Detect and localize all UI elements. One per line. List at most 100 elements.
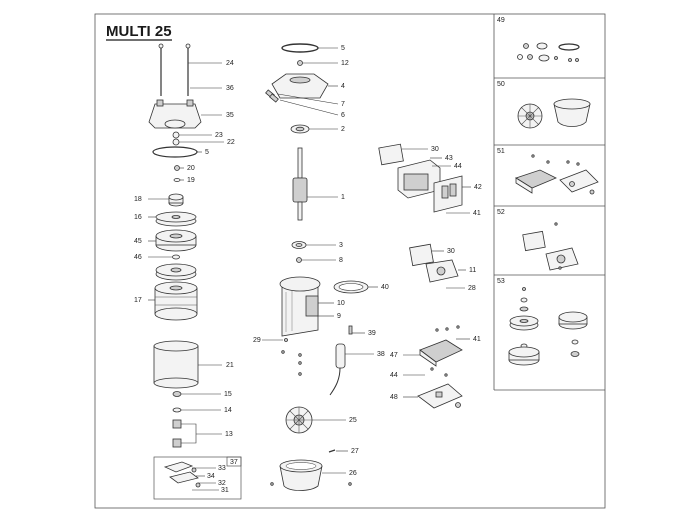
svg-text:18: 18 (134, 196, 142, 203)
control-box-48 (417, 383, 463, 409)
svg-text:10: 10 (337, 300, 345, 307)
svg-text:14: 14 (224, 407, 232, 414)
screws-6-7 (265, 89, 279, 103)
svg-text:9: 9 (337, 313, 341, 320)
svg-text:22: 22 (227, 139, 235, 146)
impeller-stage (155, 263, 197, 281)
svg-text:28: 28 (468, 285, 476, 292)
svg-text:4: 4 (341, 83, 345, 90)
part-18 (168, 193, 184, 207)
svg-text:11: 11 (469, 267, 476, 274)
cable-38 (329, 343, 346, 396)
fan-cover-26 (279, 459, 323, 491)
svg-text:41: 41 (473, 336, 481, 343)
part-8 (296, 257, 302, 263)
svg-text:12: 12 (341, 60, 349, 67)
kit-49-parts (517, 42, 580, 62)
svg-text:5: 5 (341, 45, 345, 52)
svg-text:15: 15 (224, 391, 232, 398)
small-screws (430, 325, 460, 377)
rods-24 (158, 43, 191, 96)
pump-housing-35 (148, 99, 202, 129)
svg-text:23: 23 (215, 132, 223, 139)
top-cover-4 (271, 73, 329, 99)
svg-text:5: 5 (205, 149, 209, 156)
svg-text:32: 32 (218, 480, 226, 487)
svg-text:30: 30 (431, 146, 439, 153)
svg-text:7: 7 (341, 101, 345, 108)
part-46 (172, 254, 180, 260)
kit-50-label: 50 (497, 81, 505, 88)
motor-9-10 (279, 276, 321, 337)
svg-text:8: 8 (339, 257, 343, 264)
kit-50-parts (517, 98, 591, 129)
svg-text:1: 1 (341, 194, 345, 201)
part-20 (174, 165, 180, 171)
ring-40 (333, 280, 369, 294)
svg-text:19: 19 (187, 177, 195, 184)
part-12 (297, 60, 303, 66)
svg-text:42: 42 (474, 184, 482, 191)
part-15 (172, 391, 182, 397)
shaft-rotor-1 (292, 147, 308, 221)
terminal-box-43 (397, 159, 441, 199)
bearing-3 (291, 241, 307, 249)
svg-text:26: 26 (349, 470, 357, 477)
svg-text:41: 41 (473, 210, 481, 217)
switch-47 (419, 339, 463, 367)
part-19 (173, 178, 181, 182)
svg-text:29: 29 (253, 337, 261, 344)
part-23 (172, 131, 180, 139)
kit-53-parts (508, 287, 588, 366)
svg-text:43: 43 (445, 155, 453, 162)
svg-text:44: 44 (454, 163, 462, 170)
svg-text:21: 21 (226, 362, 234, 369)
oring-5-center (281, 43, 319, 53)
sleeve-21 (153, 340, 199, 389)
svg-text:44: 44 (390, 372, 398, 379)
callout-35: 35 (226, 112, 234, 119)
svg-text:38: 38 (377, 351, 385, 358)
kit-52-label: 52 (497, 209, 505, 216)
kit-51-parts (515, 154, 599, 195)
svg-text:48: 48 (390, 394, 398, 401)
kit-52-parts (522, 222, 579, 271)
cover-plate-42 (433, 175, 463, 213)
part-22 (172, 138, 180, 146)
impeller-16 (155, 211, 197, 227)
part-14 (172, 407, 182, 413)
svg-text:45: 45 (134, 238, 142, 245)
oring-5-left (152, 146, 198, 158)
svg-text:27: 27 (351, 448, 359, 455)
svg-text:39: 39 (368, 330, 376, 337)
svg-text:33: 33 (218, 465, 226, 472)
kit-53-label: 53 (497, 278, 505, 285)
callout-36: 36 (226, 85, 234, 92)
svg-text:16: 16 (134, 214, 142, 221)
stage-stack-17 (154, 281, 198, 321)
svg-text:20: 20 (187, 165, 195, 172)
svg-text:37: 37 (230, 459, 238, 466)
svg-text:31: 31 (221, 487, 229, 494)
svg-text:17: 17 (134, 297, 142, 304)
diagram-title: MULTI 25 (106, 23, 172, 40)
callout-24: 24 (226, 60, 234, 67)
fasteners (281, 350, 302, 376)
connection-box-11 (425, 259, 459, 283)
capacitor-39 (348, 325, 353, 335)
svg-text:46: 46 (134, 254, 142, 261)
kit-51-label: 51 (497, 148, 505, 155)
main-frame (94, 13, 606, 509)
svg-text:30: 30 (447, 248, 455, 255)
svg-text:40: 40 (381, 284, 389, 291)
svg-text:6: 6 (341, 112, 345, 119)
svg-text:13: 13 (225, 431, 233, 438)
svg-text:25: 25 (349, 417, 357, 424)
fan-25 (285, 406, 313, 434)
diffuser-45 (155, 229, 197, 252)
svg-text:3: 3 (339, 242, 343, 249)
part-13 (172, 419, 182, 448)
svg-text:34: 34 (207, 473, 215, 480)
svg-text:47: 47 (390, 352, 398, 359)
